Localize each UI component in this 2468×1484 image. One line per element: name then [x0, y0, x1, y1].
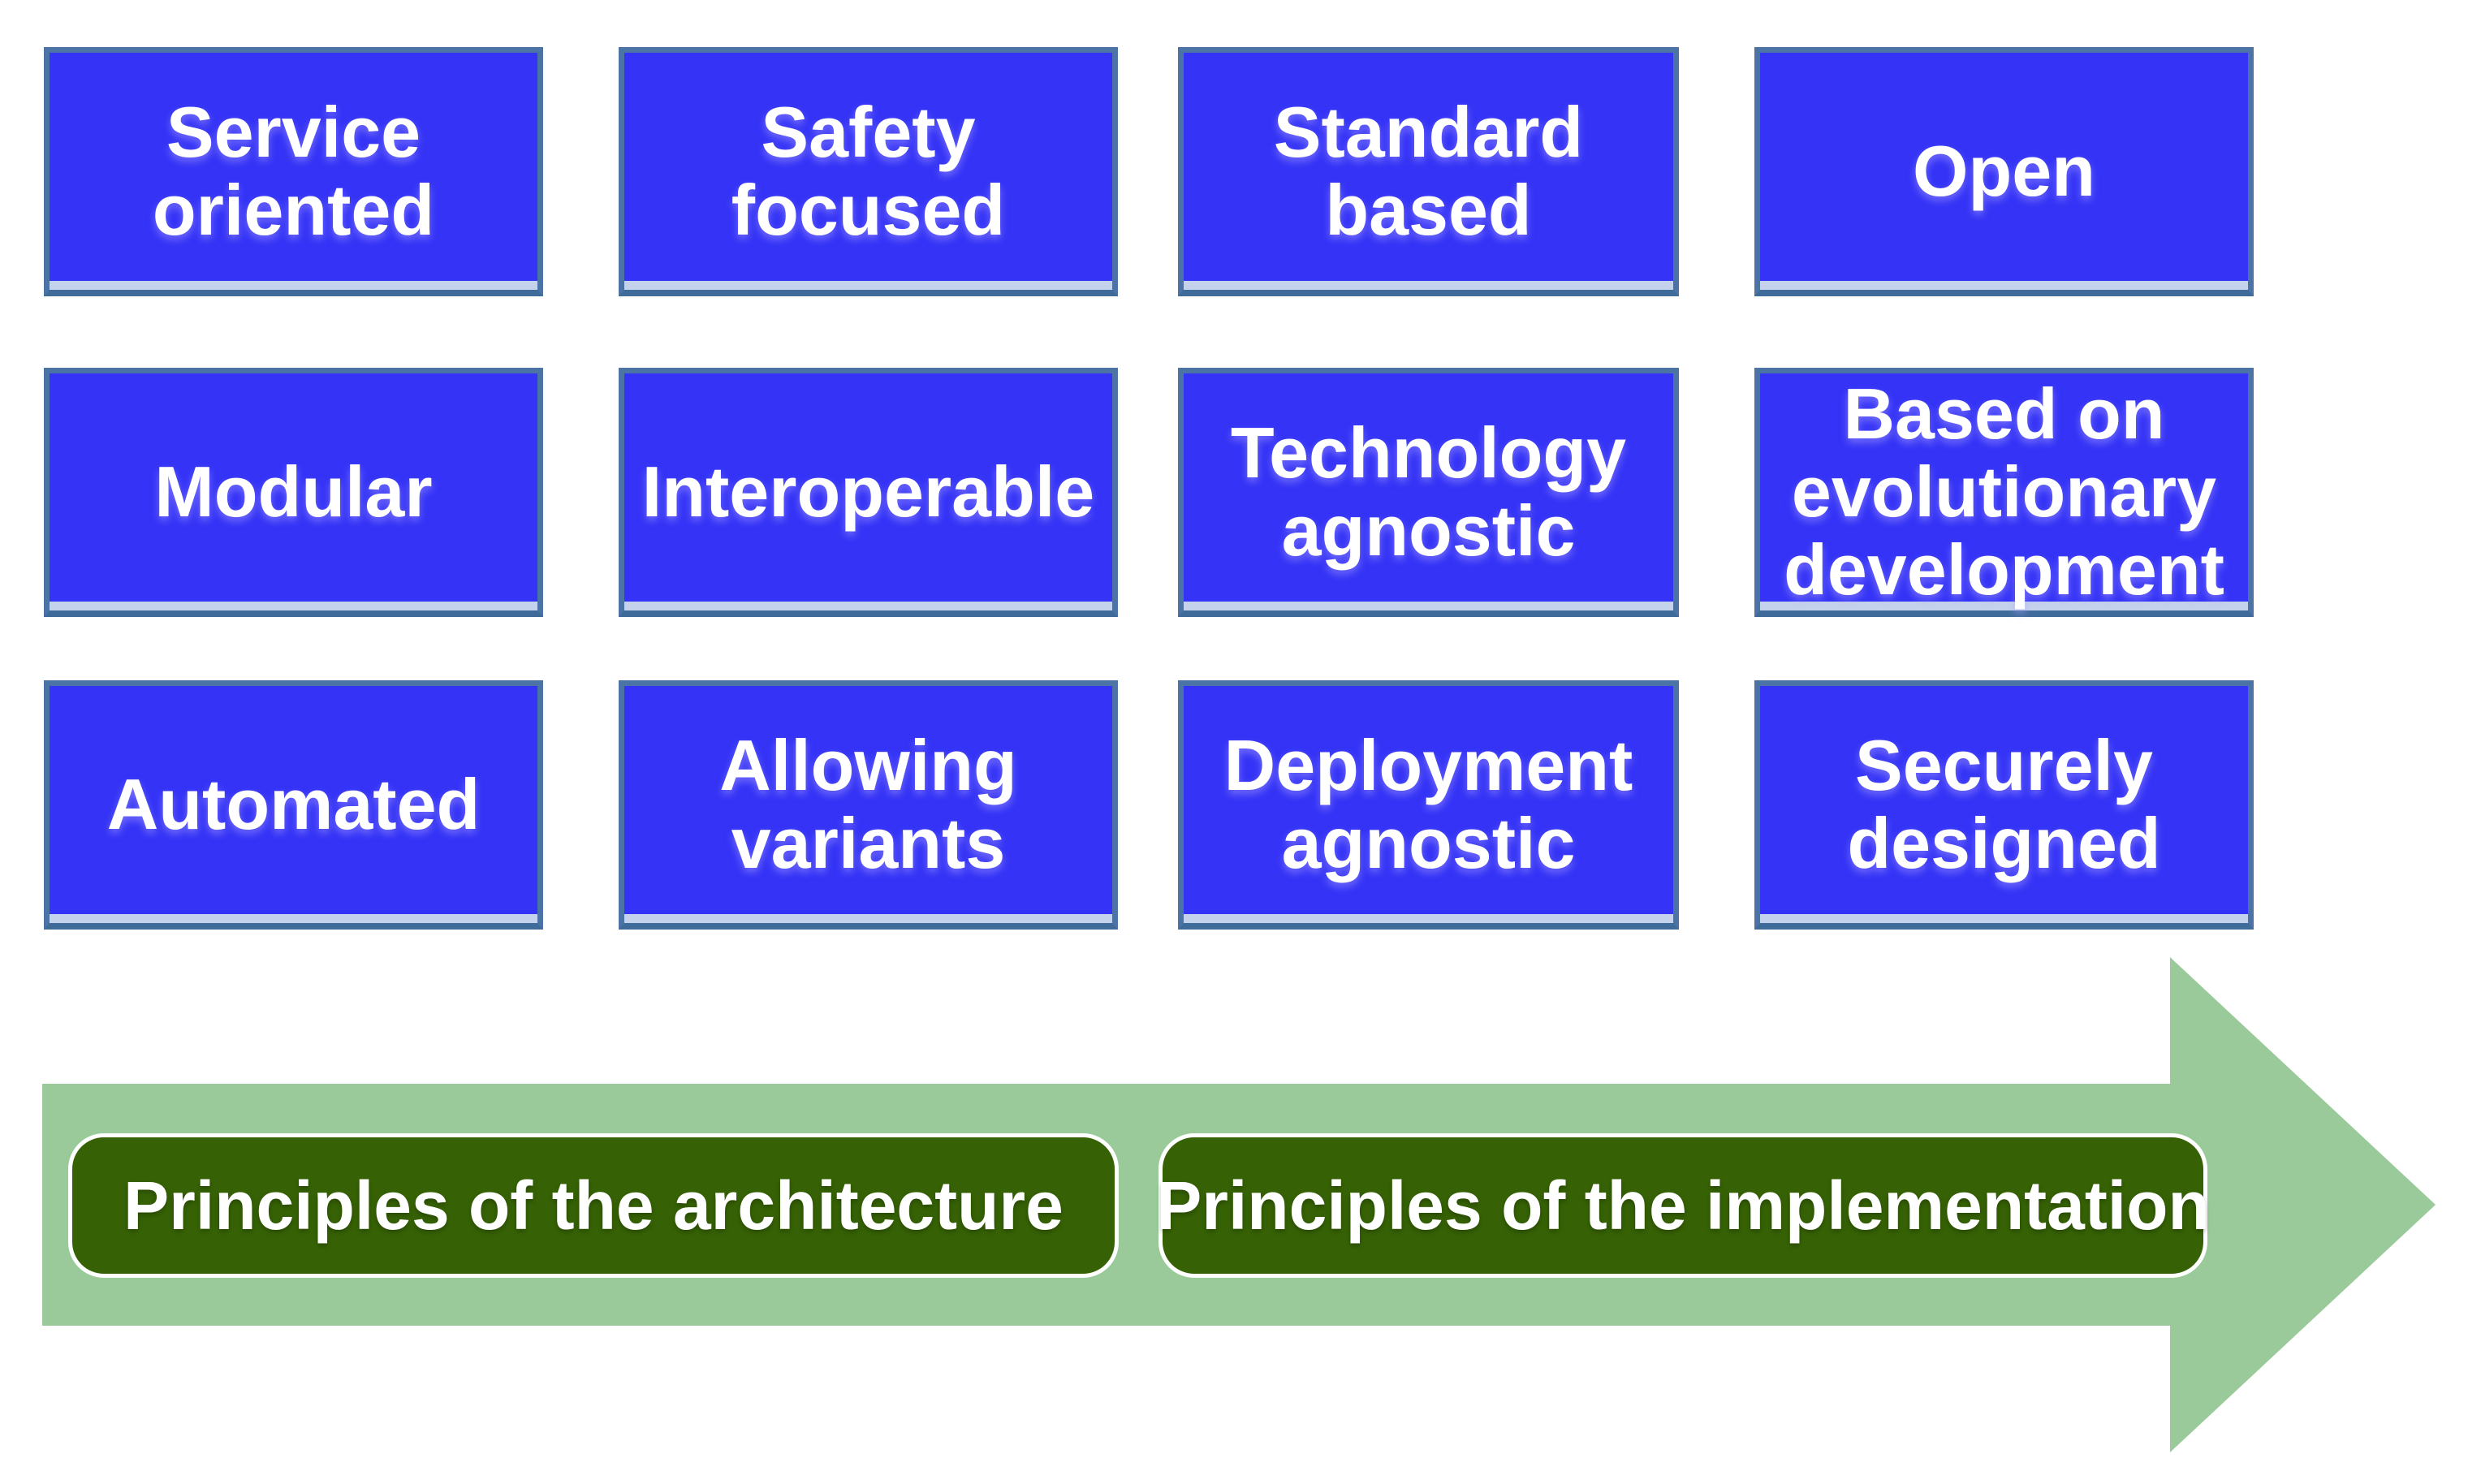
- principle-box-standard-based: Standard based: [1178, 47, 1679, 296]
- principle-label: Open: [1913, 131, 2095, 212]
- principle-label: Interoperable: [641, 451, 1095, 533]
- principle-box-automated: Automated: [44, 680, 543, 930]
- principle-label: Modular: [154, 451, 433, 533]
- principle-box-modular: Modular: [44, 368, 543, 617]
- banner-label: Principles of the architecture: [123, 1167, 1064, 1244]
- principle-box-service-oriented: Service oriented: [44, 47, 543, 296]
- principle-box-securely-designed: Securely designed: [1754, 680, 2254, 930]
- principle-label: Securely designed: [1847, 725, 2161, 883]
- principle-label: Based on evolutionary development: [1784, 373, 2224, 610]
- principle-box-open: Open: [1754, 47, 2254, 296]
- principle-box-technology-agnostic: Technology agnostic: [1178, 368, 1679, 617]
- principle-label: Deployment agnostic: [1223, 725, 1633, 883]
- principle-box-interoperable: Interoperable: [619, 368, 1118, 617]
- principle-label: Standard based: [1273, 92, 1584, 250]
- banner-label: Principles of the implementation: [1156, 1167, 2210, 1244]
- architecture-principles-banner: Principles of the architecture: [68, 1133, 1119, 1278]
- principle-label: Service oriented: [152, 92, 435, 250]
- principle-label: Automated: [106, 764, 481, 845]
- principle-label: Safety focused: [731, 92, 1006, 250]
- implementation-principles-banner: Principles of the implementation: [1156, 1133, 2210, 1278]
- principle-label: Allowing variants: [719, 725, 1017, 883]
- principle-box-allowing-variants: Allowing variants: [619, 680, 1118, 930]
- principle-label: Technology agnostic: [1230, 412, 1627, 571]
- principle-box-deployment-agnostic: Deployment agnostic: [1178, 680, 1679, 930]
- principle-box-based-on-evolutionary-development: Based on evolutionary development: [1754, 368, 2254, 617]
- principle-box-safety-focused: Safety focused: [619, 47, 1118, 296]
